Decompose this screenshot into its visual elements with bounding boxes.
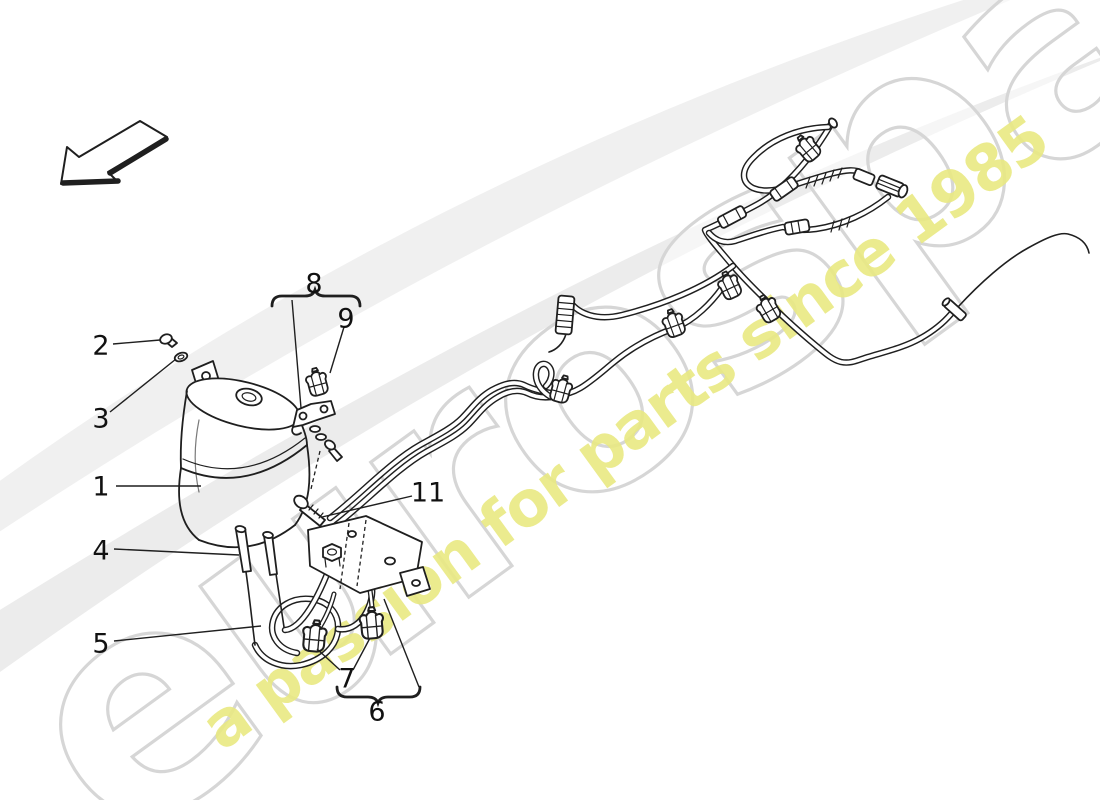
bracket-8 [291,400,343,490]
brace-6 [335,685,422,708]
direction-arrow-icon [60,120,169,186]
callout-5: 5 [92,628,110,660]
callout-1: 1 [92,471,110,503]
callout-3: 3 [92,403,110,435]
brace-8 [270,285,362,308]
callout-6: 6 [368,696,386,728]
callout-8: 8 [305,268,323,300]
callout-leaders [109,285,422,708]
pipe-end-fitting [941,297,967,322]
callout-2: 2 [92,330,110,362]
mounting-plate [293,494,431,597]
callout-4: 4 [92,535,110,567]
air-reservoir [178,360,311,576]
braided-connector [554,294,576,336]
bolt-2 [159,333,178,348]
bolt-11 [293,494,326,527]
pipe-fittings [554,168,967,336]
pneumatic-pipes [245,117,1090,670]
callout-7: 7 [338,663,356,695]
callout-9: 9 [337,303,355,335]
callout-11: 11 [410,477,446,509]
